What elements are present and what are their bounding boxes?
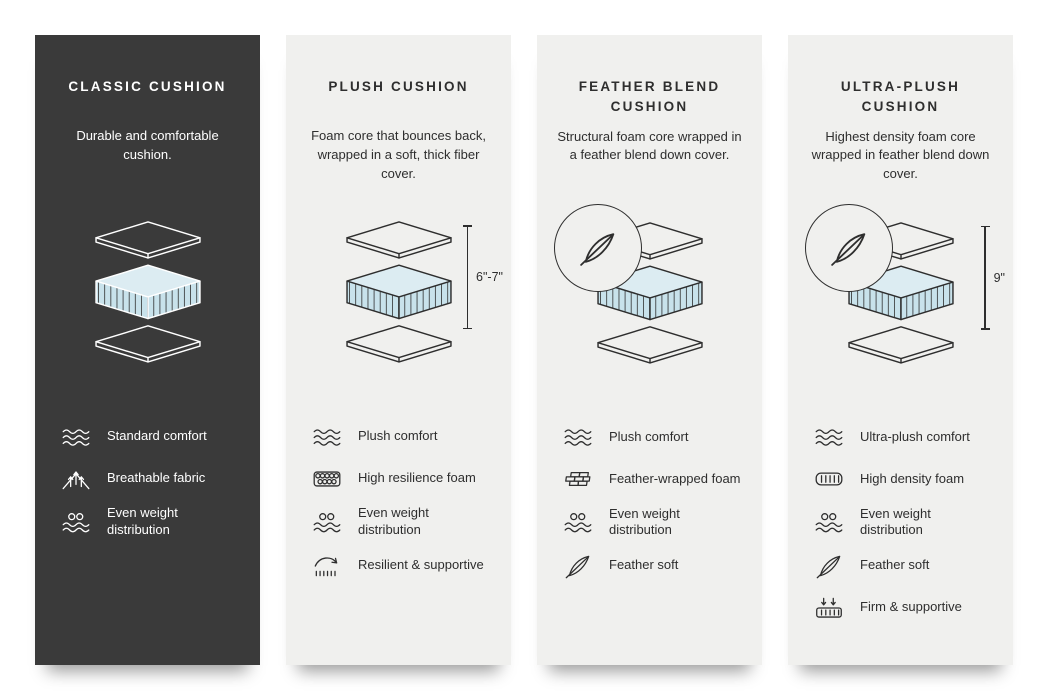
cushion-diagram bbox=[554, 194, 742, 408]
weight-distribution-icon bbox=[59, 509, 93, 535]
feature-label: Even weight distribution bbox=[358, 505, 429, 537]
waves-icon bbox=[561, 424, 595, 450]
feature-label: Feather soft bbox=[609, 557, 679, 573]
column-description: Durable and comfortable cushion. bbox=[76, 128, 219, 162]
weight-distribution-icon bbox=[310, 509, 344, 535]
feature-item: Even weight distribution bbox=[310, 505, 491, 539]
resilience-foam-icon bbox=[310, 466, 344, 492]
feature-label: Even weight distribution bbox=[609, 505, 680, 538]
feature-label: Plush comfort bbox=[358, 428, 438, 444]
feature-item: Resilient & supportive bbox=[310, 550, 491, 581]
spring-icon bbox=[310, 552, 344, 578]
cushion-diagram bbox=[55, 193, 240, 407]
measurement-bracket bbox=[463, 225, 473, 329]
cushion-diagram: 6"-7" bbox=[306, 193, 503, 407]
feature-list: Ultra-plush comfort High density foam Ev… bbox=[808, 422, 993, 635]
feature-item: Feather-wrapped foam bbox=[561, 464, 742, 495]
feature-label: High resilience foam bbox=[358, 470, 476, 486]
feature-label: Even weight distribution bbox=[107, 505, 178, 537]
feature-item: Standard comfort bbox=[59, 421, 240, 452]
feature-list: Plush comfort Feather-wrapped foam E bbox=[557, 422, 742, 593]
feather-icon bbox=[812, 553, 846, 579]
wrapped-foam-icon bbox=[561, 466, 595, 492]
height-measurement: 9" bbox=[980, 225, 1005, 330]
feature-item: Feather soft bbox=[812, 550, 993, 581]
feature-item: Ultra-plush comfort bbox=[812, 422, 993, 453]
feature-label: Feather soft bbox=[860, 557, 930, 573]
feature-item: Even weight distribution bbox=[812, 506, 993, 540]
feather-badge bbox=[805, 203, 893, 292]
feature-item: High density foam bbox=[812, 464, 993, 495]
feature-label: Feather-wrapped foam bbox=[609, 470, 741, 486]
feature-label: Breathable fabric bbox=[107, 470, 206, 486]
feature-item: Even weight distribution bbox=[561, 506, 742, 540]
feather-icon bbox=[826, 228, 872, 268]
feature-item: Firm & supportive bbox=[812, 592, 993, 623]
feature-item: Feather soft bbox=[561, 550, 742, 581]
column-description: Structural foam core wrapped in a feathe… bbox=[557, 128, 742, 163]
weight-distribution-icon bbox=[561, 509, 595, 535]
column-title: FEATHER BLEND CUSHION bbox=[578, 79, 721, 115]
mattress-icon bbox=[812, 595, 846, 621]
feature-item: High resilience foam bbox=[310, 463, 491, 494]
feather-icon bbox=[575, 228, 621, 268]
measurement-bracket bbox=[980, 225, 990, 330]
feather-icon bbox=[561, 553, 595, 579]
feature-item: Breathable fabric bbox=[59, 463, 240, 494]
column-description: Foam core that bounces back, wrapped in … bbox=[311, 128, 486, 181]
feature-label: Ultra-plush comfort bbox=[860, 428, 970, 444]
feature-list: Standard comfort Breathable fabric Even … bbox=[55, 421, 240, 550]
feather-badge bbox=[554, 203, 642, 292]
waves-icon bbox=[310, 424, 344, 450]
column-classic-cushion: CLASSIC CUSHION Durable and comfortable … bbox=[35, 35, 260, 665]
column-ultra-plush-cushion: ULTRA-PLUSH CUSHION Highest density foam… bbox=[788, 35, 1013, 665]
height-measurement: 6"-7" bbox=[463, 225, 503, 329]
feature-label: Plush comfort bbox=[609, 428, 689, 444]
measurement-label: 6"-7" bbox=[476, 270, 503, 284]
column-title: PLUSH CUSHION bbox=[328, 79, 469, 94]
feature-label: Firm & supportive bbox=[860, 599, 962, 615]
cushion-diagram: 9" bbox=[805, 194, 1005, 408]
layered-cushion-illustration bbox=[316, 219, 482, 367]
feature-label: Resilient & supportive bbox=[358, 556, 484, 572]
feature-item: Even weight distribution bbox=[59, 505, 240, 539]
density-foam-icon bbox=[812, 466, 846, 492]
waves-icon bbox=[812, 424, 846, 450]
column-description: Highest density foam core wrapped in fea… bbox=[811, 128, 990, 182]
column-plush-cushion: PLUSH CUSHION Foam core that bounces bac… bbox=[286, 35, 511, 665]
feature-item: Plush comfort bbox=[561, 422, 742, 453]
measurement-label: 9" bbox=[993, 270, 1005, 285]
layered-cushion-illustration bbox=[65, 219, 231, 367]
breathable-fabric-icon bbox=[59, 466, 93, 492]
feature-item: Plush comfort bbox=[310, 421, 491, 452]
weight-distribution-icon bbox=[812, 509, 846, 535]
feature-label: High density foam bbox=[860, 470, 965, 486]
feature-label: Standard comfort bbox=[107, 428, 207, 444]
column-title: ULTRA-PLUSH CUSHION bbox=[840, 79, 961, 115]
column-feather-blend-cushion: FEATHER BLEND CUSHION Structural foam co… bbox=[537, 35, 762, 665]
feature-label: Even weight distribution bbox=[860, 505, 931, 538]
feature-list: Plush comfort High resilience foam Even … bbox=[306, 421, 491, 592]
waves-icon bbox=[59, 424, 93, 450]
column-title: CLASSIC CUSHION bbox=[68, 79, 227, 94]
